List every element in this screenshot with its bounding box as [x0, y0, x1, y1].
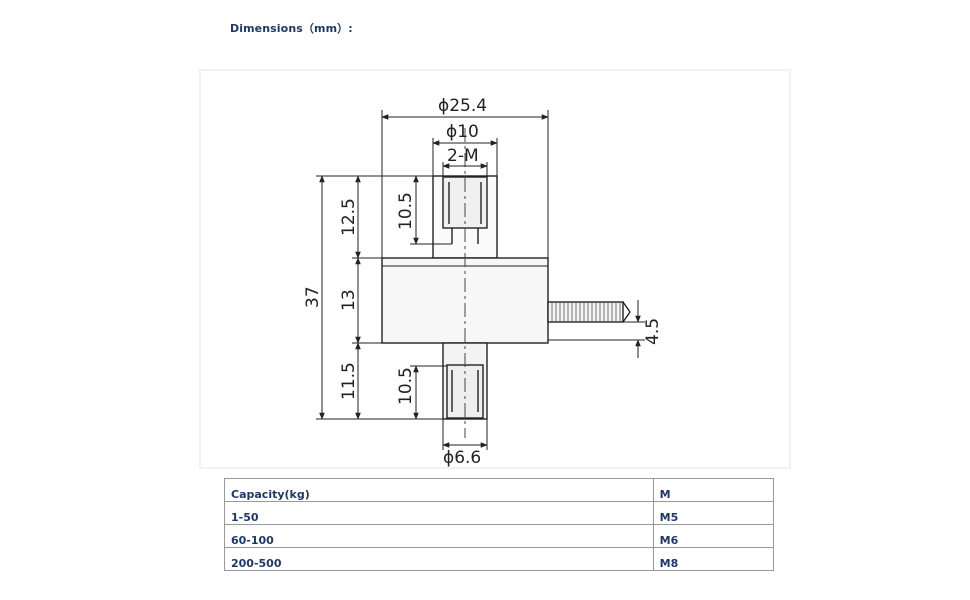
table-row: 1-50 M5: [224, 501, 775, 525]
dim-side-offset: 4.5: [643, 318, 663, 345]
cell-capacity: 200-500: [224, 547, 654, 571]
dim-bottom-thread-depth: 10.5: [396, 367, 416, 405]
drawing-frame: [199, 69, 791, 469]
capacity-thread-table: Capacity(kg) M 1-50 M5 60-100 M6 200-500…: [224, 478, 775, 571]
header-capacity: Capacity(kg): [224, 478, 654, 502]
header-thread: M: [652, 478, 775, 502]
cell-thread: M5: [652, 501, 775, 525]
dim-thread-count: 2-M: [447, 146, 479, 166]
screw-threads: [551, 302, 621, 322]
dim-top-thread-depth: 10.5: [396, 192, 416, 230]
dim-top-height: 12.5: [339, 198, 359, 236]
dim-inner-diameter: ϕ10: [446, 122, 479, 142]
dim-outer-diameter: ϕ25.4: [438, 96, 487, 116]
dimension-lines: [316, 110, 645, 450]
dim-bottom-height: 11.5: [339, 362, 359, 400]
table-row: 200-500 M8: [224, 547, 775, 571]
table-header-row: Capacity(kg) M: [224, 478, 775, 502]
cell-thread: M8: [652, 547, 775, 571]
cell-capacity: 1-50: [224, 501, 654, 525]
dim-bottom-diameter: ϕ6.6: [443, 448, 481, 468]
table-row: 60-100 M6: [224, 524, 775, 548]
cell-thread: M6: [652, 524, 775, 548]
dim-total-height: 37: [303, 286, 323, 308]
page-heading: Dimensions（mm）:: [230, 22, 353, 35]
dim-body-height: 13: [339, 289, 359, 311]
part-outline: [381, 175, 631, 420]
cell-capacity: 60-100: [224, 524, 654, 548]
